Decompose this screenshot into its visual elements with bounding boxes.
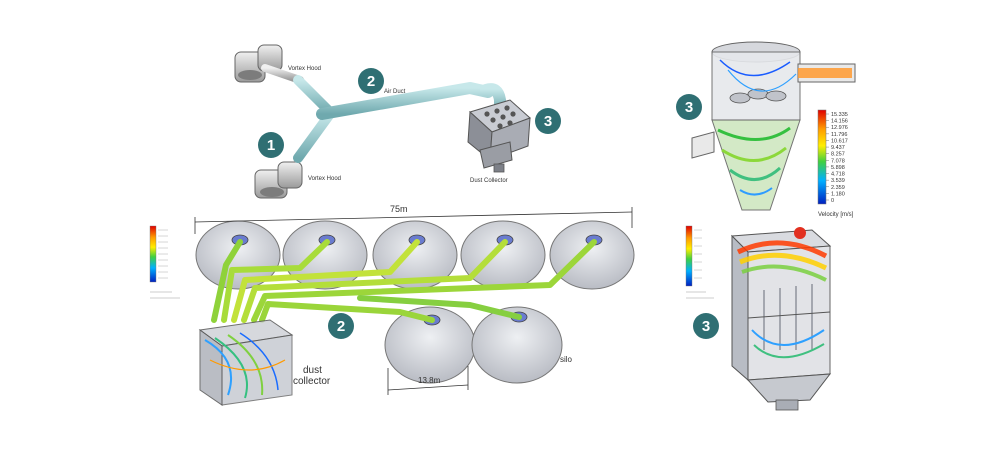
badges: 1 2 3 2 3 3 [258,68,719,339]
svg-text:1: 1 [267,137,275,154]
silo-4 [460,220,546,290]
cyclone-diagram [691,41,856,211]
dimension-13-8m: 13.8m [387,366,469,395]
badge-cyclone: 3 [676,94,702,120]
badge-baghouse: 3 [693,313,719,339]
silos-top-row [195,220,635,290]
legend-bottom-left [149,225,180,299]
cyclone-legend-tick-label: 8.257 [831,152,845,158]
cyclone-legend-tick-label: 0 [831,198,834,204]
cyclone-legend-tick-label: 2.359 [831,185,845,191]
svg-text:3: 3 [702,318,710,335]
cyclone-legend-tick-label: 14.156 [831,119,848,125]
dust-collector-top [467,99,531,173]
label-75m: 75m [390,204,408,214]
air-duct-top [293,75,506,163]
dimension-75m: 75m [194,204,633,234]
cyclone-legend-bar [817,109,827,205]
cyclone-legend-tick-label: 12.976 [831,125,848,131]
dust-collector-bottom [198,319,294,406]
silos-bottom-row [384,306,563,384]
badge-duct-bottom: 2 [328,313,354,339]
cyclone-legend-tick-label: 3.539 [831,178,845,184]
label-silo: silo [560,355,573,364]
svg-text:3: 3 [544,113,552,130]
cyclone-legend-title: Velocity [m/s] [818,212,854,218]
flow-ducts [211,239,597,323]
badge-collector-top: 3 [535,108,561,134]
svg-text:2: 2 [337,318,345,335]
top-diagram: Vortex Hood Air Duct Vortex Hood Dust Co… [234,44,531,199]
cyclone-legend-tick-label: 15.335 [831,112,848,118]
label-13-8m: 13.8m [418,376,441,385]
vortex-hood-top [234,44,304,84]
cyclone-legend-tick-label: 9.437 [831,145,845,151]
label-dust-collector-top: Dust Collector [470,178,508,184]
baghouse-legend-bar [685,225,693,287]
label-dust-collector-bottom: dust collector [293,365,331,387]
baghouse-diagram [685,225,832,411]
label-vortex-hood-top: Vortex Hood [288,66,321,72]
badge-hood: 1 [258,132,284,158]
cyclone-legend-ticks: 15.33514.15612.97611.79610.6179.4378.257… [826,112,848,204]
cyclone-legend-tick-label: 1.180 [831,191,845,197]
cyclone-legend-tick-label: 7.078 [831,158,845,164]
label-air-duct: Air Duct [384,89,406,95]
cyclone-legend-tick-label: 11.796 [831,132,847,138]
label-vortex-hood-bottom: Vortex Hood [308,176,341,182]
vortex-hood-bottom [254,161,303,199]
svg-text:3: 3 [685,99,693,116]
cyclone-legend-tick-label: 5.898 [831,165,845,171]
silo-5 [549,220,635,290]
svg-text:2: 2 [367,73,375,90]
bottom-diagram: 75m 13.8m dust collector silo [149,204,635,406]
cyclone-legend: 15.33514.15612.97611.79610.6179.4378.257… [817,109,854,218]
cyclone-legend-tick-label: 10.617 [831,138,848,144]
cyclone-legend-tick-label: 4.718 [831,172,845,178]
badge-duct-top: 2 [358,68,384,94]
